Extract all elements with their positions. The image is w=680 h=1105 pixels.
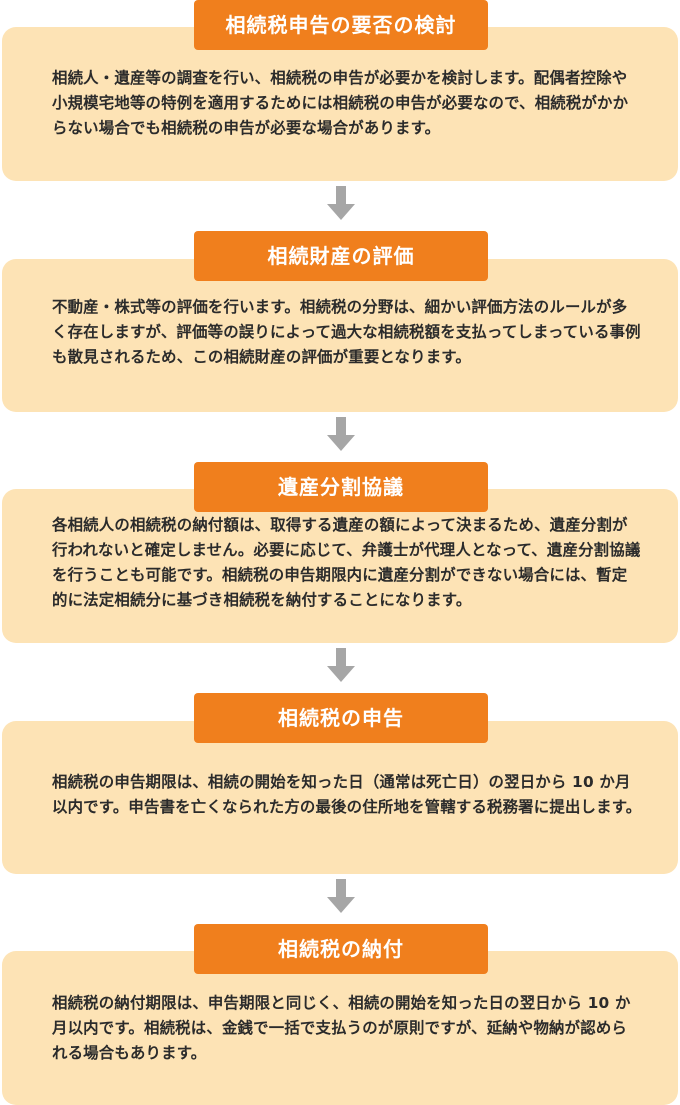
step-description: 相続税の申告期限は、相続の開始を知った日（通常は死亡日）の翌日から 10 か月以… — [52, 773, 642, 816]
step-description-box — [2, 489, 678, 643]
step-title: 相続税申告の要否の検討 — [194, 0, 488, 50]
step-description-box — [2, 27, 678, 181]
step-title: 相続財産の評価 — [194, 231, 488, 281]
step-title: 相続税の納付 — [194, 924, 488, 974]
step-description: 各相続人の相続税の納付額は、取得する遺産の額によって決まるため、遺産分割が行われ… — [52, 516, 641, 609]
down-arrow-icon — [327, 879, 355, 913]
step-description-box — [2, 259, 678, 412]
step-description-box — [2, 721, 678, 874]
step-title: 相続税の申告 — [194, 693, 488, 743]
down-arrow-icon — [327, 417, 355, 451]
down-arrow-icon — [327, 186, 355, 220]
step-description: 相続税の納付期限は、申告期限と同じく、相続の開始を知った日の翌日から 10 か月… — [52, 994, 631, 1062]
step-title: 遺産分割協議 — [194, 462, 488, 512]
down-arrow-icon — [327, 648, 355, 682]
step-description-box — [2, 951, 678, 1105]
step-description: 不動産・株式等の評価を行います。相続税の分野は、細かい評価方法のルールが多く存在… — [52, 298, 641, 366]
step-description: 相続人・遺産等の調査を行い、相続税の申告が必要かを検討します。配偶者控除や小規模… — [52, 69, 629, 137]
